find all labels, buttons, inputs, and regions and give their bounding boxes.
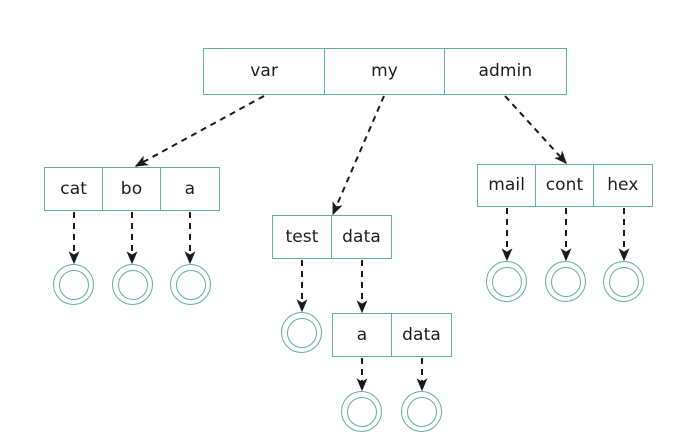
null-terminator-null-bo: [112, 264, 153, 305]
cell-chain-mid-data[interactable]: data: [332, 216, 391, 258]
edge-admin-to-mail-chain: [504, 95, 567, 164]
cell-chain-right-cont[interactable]: cont: [536, 165, 594, 206]
null-terminator-null-a2: [341, 391, 382, 432]
null-terminator-null-a: [170, 264, 211, 305]
null-terminator-null-test: [281, 312, 322, 353]
edge-var-to-cat-chain: [134, 95, 265, 167]
cell-chain-mid-2-a[interactable]: a: [333, 314, 393, 356]
null-terminator-null-mail: [486, 261, 527, 302]
cell-chain-left-cat[interactable]: cat: [45, 168, 104, 210]
cell-chain-mid-2-data[interactable]: data: [392, 314, 451, 356]
cell-chain-right-mail[interactable]: mail: [478, 165, 537, 206]
null-terminator-null-hex: [603, 261, 644, 302]
null-terminator-null-data2: [401, 391, 442, 432]
cell-chain-right-hex[interactable]: hex: [593, 165, 652, 206]
cell-chain-left-bo[interactable]: bo: [103, 168, 161, 210]
cell-chain-left-a[interactable]: a: [160, 168, 219, 210]
cell-root-my[interactable]: my: [325, 49, 445, 94]
cell-chain-mid-test[interactable]: test: [273, 216, 333, 258]
cell-root-var[interactable]: var: [204, 49, 326, 94]
null-terminator-null-cont: [545, 261, 586, 302]
cell-root-admin[interactable]: admin: [444, 49, 566, 94]
null-terminator-null-cat: [53, 264, 94, 305]
edge-my-to-test-chain: [332, 95, 385, 216]
